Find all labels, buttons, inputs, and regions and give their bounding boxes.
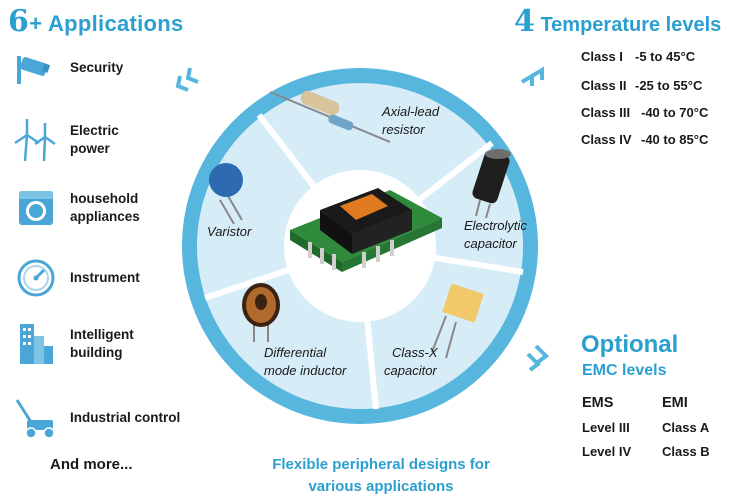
app-label-electric-power: Electric power <box>70 123 119 156</box>
power-module-icon <box>290 188 442 272</box>
building-icon <box>12 322 60 366</box>
app-item-instrument: Instrument <box>12 256 140 300</box>
electrolytic-capacitor-icon <box>472 149 511 219</box>
axial-lead-resistor-icon <box>269 90 391 143</box>
app-item-security: Security <box>12 48 123 92</box>
security-camera-icon <box>12 48 60 92</box>
chevron-upper-right-icon <box>520 66 544 86</box>
temperature-row: Class II -25 to 55°C <box>581 78 702 93</box>
applications-title-text: Applications <box>47 11 184 36</box>
app-label-instrument: Instrument <box>70 270 140 285</box>
temperature-class-range: -40 to 70°C <box>641 105 709 120</box>
ems-level: Level III <box>582 420 630 435</box>
temperature-row: Class I -5 to 45°C <box>581 49 695 64</box>
and-more-text: And more... <box>50 456 133 473</box>
temperature-class-range: -5 to 45°C <box>635 49 696 64</box>
differential-inductor-icon <box>242 283 280 342</box>
wind-turbine-icon <box>12 118 60 162</box>
app-item-electric-power: Electric power <box>12 118 140 162</box>
caption: Flexible peripheral designs for various … <box>226 454 536 498</box>
caption-line-2: various applications <box>308 478 454 495</box>
temperature-row: Class IV -40 to 85°C <box>581 132 708 147</box>
temperature-class-name: Class IV <box>581 132 632 147</box>
applications-count: 6 <box>8 4 30 39</box>
emi-header: EMI <box>662 395 688 411</box>
temperature-class-name: Class I <box>581 49 623 64</box>
temperature-row: Class III -40 to 70°C <box>581 105 708 120</box>
app-label-security: Security <box>70 60 124 75</box>
temperature-count: 4 <box>514 4 535 39</box>
app-label-household-appliances: household appliances <box>70 191 140 224</box>
emc-subtitle: EMC levels <box>582 362 667 379</box>
app-item-household-appliances: household appliances <box>12 186 160 230</box>
applications-title: 6+ Applications <box>8 4 184 39</box>
temperature-class-name: Class III <box>581 105 631 120</box>
app-label-industrial-control: Industrial control <box>70 410 181 425</box>
temperature-title: 4 Temperature levels <box>514 4 721 39</box>
app-item-intelligent-building: Intelligent building <box>12 322 150 366</box>
app-label-intelligent-building: Intelligent building <box>70 327 134 360</box>
emc-title: Optional <box>581 331 679 358</box>
class-x-capacitor-icon <box>431 283 484 359</box>
gauge-icon <box>12 256 60 300</box>
temperature-class-range: -25 to 55°C <box>635 78 703 93</box>
chevron-lower-right-icon <box>526 344 550 372</box>
washing-machine-icon <box>12 186 60 230</box>
chevron-upper-left-icon <box>175 67 199 92</box>
varistor-icon <box>209 163 243 225</box>
segment-label-varistor: Varistor <box>207 224 252 239</box>
app-item-industrial-control: Industrial control <box>12 396 180 440</box>
lawn-mower-icon <box>12 396 60 440</box>
applications-count-suffix: + <box>29 11 43 36</box>
ems-level: Level IV <box>582 444 632 459</box>
emi-class: Class B <box>662 444 710 459</box>
ems-header: EMS <box>582 395 614 411</box>
temperature-class-name: Class II <box>581 78 627 93</box>
temperature-class-range: -40 to 85°C <box>641 132 709 147</box>
temperature-title-text: Temperature levels <box>540 14 722 36</box>
emi-class: Class A <box>662 420 710 435</box>
caption-line-1: Flexible peripheral designs for <box>272 456 490 473</box>
